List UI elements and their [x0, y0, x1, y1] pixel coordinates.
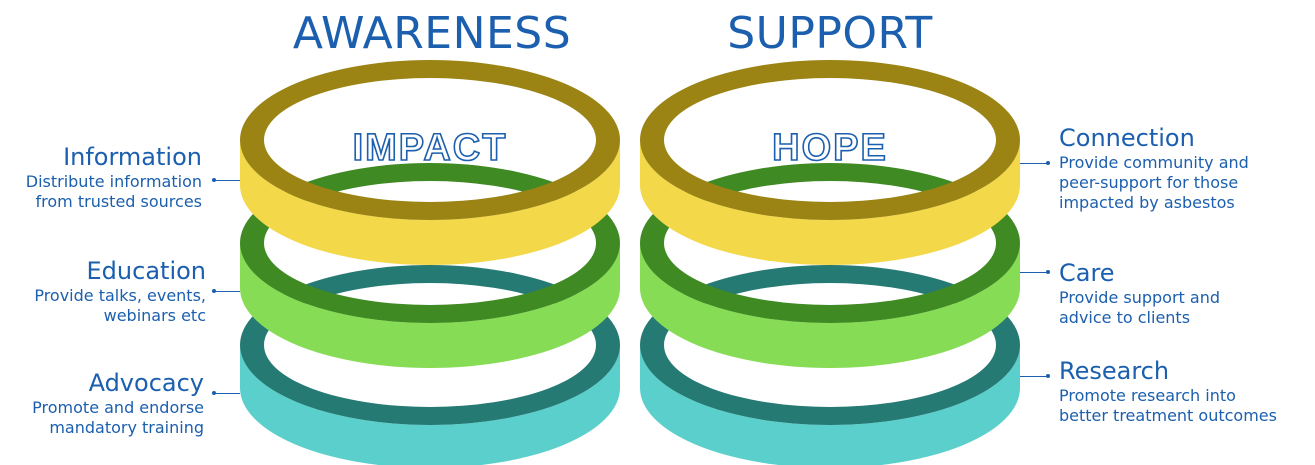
right-ring-stack: [640, 60, 1020, 465]
connection-dot: [1046, 161, 1050, 165]
research-dot: [1046, 374, 1050, 378]
advocacy-dot: [212, 391, 216, 395]
education-desc-2: webinars etc: [103, 306, 206, 325]
advocacy-desc-1: Promote and endorse: [32, 398, 204, 417]
education-label: Education Provide talks, events, webinar…: [34, 256, 206, 326]
education-desc-1: Provide talks, events,: [34, 286, 206, 305]
care-dot: [1046, 270, 1050, 274]
right-teal-ring: [640, 265, 1020, 465]
connection-heading: Connection: [1059, 124, 1195, 152]
care-heading: Care: [1059, 259, 1115, 287]
information-label: Information Distribute information from …: [26, 142, 202, 212]
care-desc-1: Provide support and: [1059, 288, 1220, 307]
hope-label: HOPE: [772, 127, 888, 169]
information-desc-1: Distribute information: [25, 172, 202, 191]
education-connector: [214, 291, 240, 292]
research-desc-1: Promote research into: [1059, 386, 1236, 405]
connection-desc-1: Provide community and: [1059, 153, 1249, 172]
research-desc-2: better treatment outcomes: [1059, 406, 1277, 425]
information-connector: [214, 180, 240, 181]
research-connector: [1020, 376, 1048, 377]
right-yellow-ring: [640, 60, 1020, 265]
advocacy-connector: [214, 393, 240, 394]
left-yellow-ring: [240, 60, 620, 265]
research-label: Research Promote research into better tr…: [1059, 356, 1277, 426]
connection-connector: [1020, 163, 1048, 164]
advocacy-heading: Advocacy: [88, 369, 204, 397]
support-title: SUPPORT: [727, 8, 933, 59]
advocacy-label: Advocacy Promote and endorse mandatory t…: [32, 368, 204, 438]
right-green-ring: [640, 163, 1020, 368]
left-ring-stack: [240, 60, 620, 465]
awareness-title: AWARENESS: [292, 8, 572, 59]
advocacy-desc-2: mandatory training: [49, 418, 204, 437]
care-label: Care Provide support and advice to clien…: [1059, 258, 1220, 328]
care-connector: [1020, 272, 1048, 273]
research-heading: Research: [1059, 357, 1170, 385]
education-heading: Education: [86, 257, 206, 285]
connection-desc-3: impacted by asbestos: [1059, 193, 1235, 212]
information-desc-2: from trusted sources: [35, 192, 202, 211]
education-dot: [212, 289, 216, 293]
information-dot: [212, 178, 216, 182]
connection-desc-2: peer-support for those: [1059, 173, 1239, 192]
left-teal-ring: [240, 265, 620, 465]
care-desc-2: advice to clients: [1059, 308, 1191, 327]
information-heading: Information: [63, 143, 202, 171]
left-green-ring: [240, 163, 620, 368]
connection-label: Connection Provide community and peer-su…: [1059, 123, 1249, 213]
impact-label: IMPACT: [353, 127, 508, 169]
